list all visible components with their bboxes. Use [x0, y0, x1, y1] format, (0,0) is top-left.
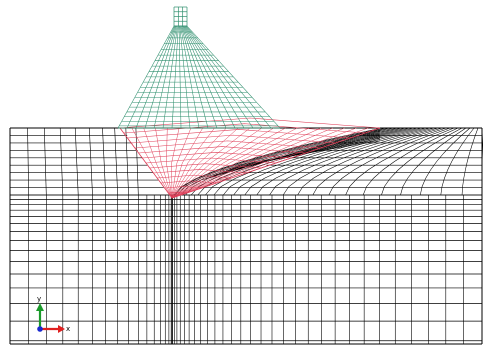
mesh-line [420, 127, 471, 196]
mesh-line [400, 127, 467, 196]
mesh-line [131, 134, 336, 144]
mesh-line [345, 127, 455, 196]
mesh-line [223, 127, 419, 196]
mesh-line [145, 157, 277, 164]
mesh-line [180, 127, 395, 196]
mesh-line [269, 127, 435, 196]
mesh-line [171, 127, 298, 199]
mesh-line [282, 127, 439, 196]
x-axis-label: x [66, 325, 70, 333]
mesh-line [171, 127, 333, 199]
mesh-line [43, 127, 47, 196]
y-axis-label: y [37, 295, 41, 303]
mesh-line [74, 127, 79, 196]
contact-zone-mesh [119, 117, 381, 199]
mesh-line [171, 127, 215, 199]
mesh-line [171, 127, 286, 199]
mesh-line [171, 127, 345, 199]
mesh-line [171, 127, 251, 199]
mesh-line [222, 134, 381, 172]
mesh-line [59, 127, 64, 196]
mesh-line [297, 127, 443, 196]
mesh-line [119, 117, 381, 129]
mesh-line [171, 127, 357, 199]
mesh-line [160, 180, 217, 184]
mesh-line [123, 123, 366, 134]
mesh-line [244, 127, 427, 196]
mesh-line [171, 127, 369, 199]
mesh-line [186, 25, 281, 129]
y-axis-arrowhead [36, 303, 44, 311]
mesh-line [381, 127, 463, 196]
mesh-line [256, 127, 431, 196]
mesh-line [157, 174, 232, 179]
mesh-line [239, 140, 381, 166]
mesh-line [155, 127, 173, 199]
mesh-line [166, 127, 173, 199]
mesh-line [171, 127, 262, 199]
mesh-line [171, 127, 274, 199]
mesh-line [171, 127, 180, 199]
mesh-line [362, 127, 459, 196]
mesh-line [171, 127, 239, 199]
mesh-line [27, 127, 29, 196]
mesh-line [153, 169, 247, 174]
mesh-line [171, 127, 310, 199]
mesh-line [142, 152, 291, 159]
mesh-line [89, 127, 93, 196]
axis-triad-icon: y x [36, 295, 70, 333]
mesh-line [461, 127, 479, 196]
mesh-line [328, 127, 451, 196]
mesh-line [127, 129, 351, 139]
mesh-line [102, 127, 106, 196]
mesh-line [117, 25, 175, 129]
mesh-line [131, 127, 173, 199]
substrate-mesh [9, 127, 483, 345]
z-axis-dot [37, 326, 43, 332]
mesh-line [134, 140, 321, 149]
mesh-line [233, 127, 423, 196]
mesh-line [171, 127, 203, 199]
mesh-line [171, 127, 192, 199]
indenter-mesh [117, 6, 281, 129]
mesh-line [143, 127, 173, 199]
x-axis-arrowhead [58, 325, 65, 333]
mesh-line [135, 127, 139, 196]
mesh-line [219, 133, 381, 174]
mesh-line [171, 127, 227, 199]
mesh-line [171, 127, 322, 199]
mesh-line [114, 127, 119, 196]
mesh-line [215, 132, 381, 175]
mesh-line [173, 127, 383, 196]
mesh-line [125, 127, 129, 196]
mesh-line [149, 163, 262, 169]
mesh-line [440, 127, 475, 196]
mesh-line [312, 127, 447, 196]
mesh-line [119, 127, 381, 199]
